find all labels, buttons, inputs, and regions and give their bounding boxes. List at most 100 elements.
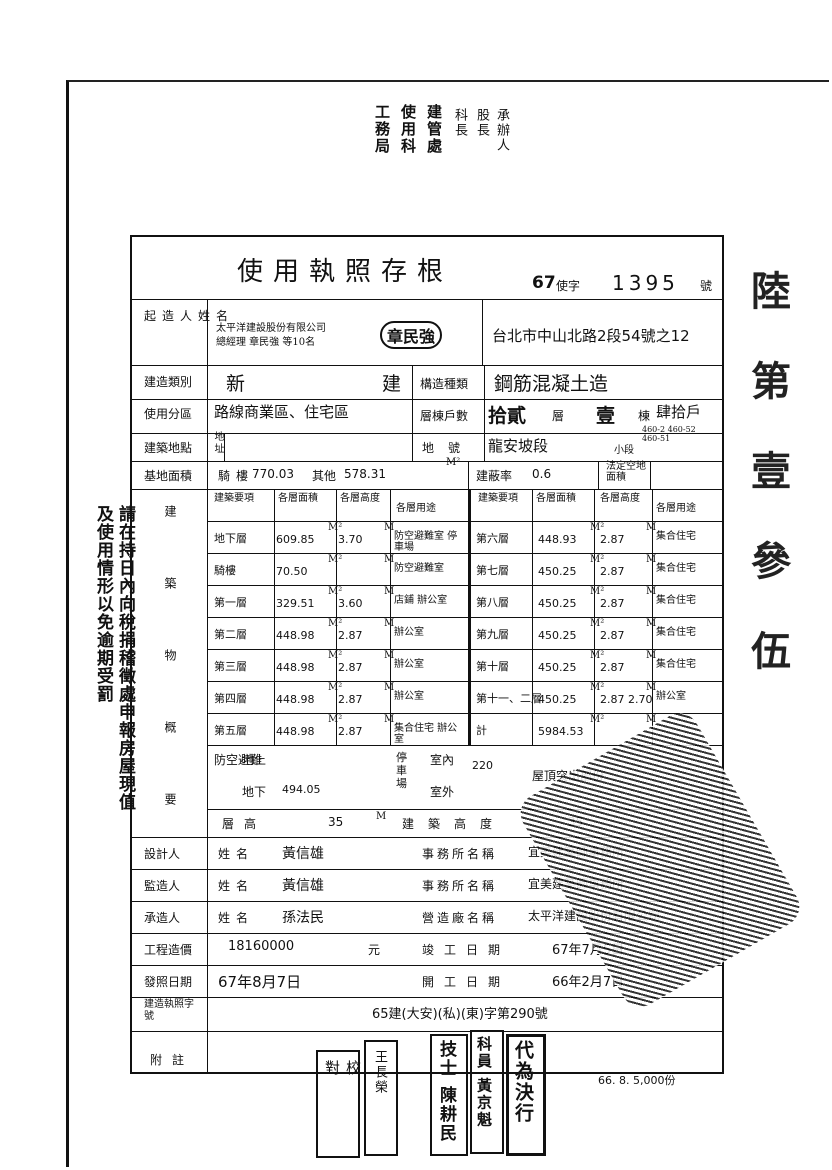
floor-height: 3.70 [338, 533, 363, 546]
floors-label: 層棟戶數 [420, 409, 469, 423]
floor-area: 609.85 [276, 533, 315, 546]
supervisor-office-label: 事務所名稱 [422, 879, 498, 893]
document-page [66, 80, 829, 1167]
stamp-2: 技士 陳耕民 [436, 1040, 456, 1143]
floor-area-unit: M² [590, 586, 605, 597]
floor-area: 450.25 [538, 629, 577, 642]
shelter-above: 地上 [242, 753, 267, 767]
parking-label: 停車場 [396, 751, 407, 790]
floor-height: 2.87 [338, 725, 363, 738]
floor-height: 2.87 [338, 693, 363, 706]
designer-office-label: 事務所名稱 [422, 847, 498, 861]
floor-item: 第一層 [214, 596, 247, 609]
issue-value: 67年8月7日 [218, 973, 302, 991]
hdr-use-right: 各層用途 [656, 503, 696, 514]
zone-value: 路線商業區、住宅區 [214, 403, 350, 421]
stamp-4: 代為決行 [512, 1040, 534, 1124]
floor-row-line [207, 649, 722, 650]
legal-label: 法定空地面積 [606, 461, 646, 483]
floor-height: 2.87 2.70 [600, 693, 653, 706]
coverage-value: 0.6 [532, 467, 552, 481]
floor-area: 448.93 [538, 533, 577, 546]
owner-label: 起造人姓名 [144, 309, 235, 323]
floor-use: 集合住宅 [656, 627, 696, 638]
hdr-height-right: 各層高度 [600, 493, 640, 504]
floor-height: 2.87 [600, 533, 625, 546]
lot-number: 460-2 460-52 460-51 [642, 425, 696, 443]
floor-item: 第五層 [214, 724, 247, 737]
other-value: 578.31 [344, 467, 386, 481]
floor-height-unit: M [384, 618, 395, 629]
floor-height-unit: M [384, 554, 395, 565]
type-value: 新 [226, 373, 246, 395]
permit-label: 建造執照字號 [144, 999, 194, 1022]
verify-box [316, 1050, 360, 1158]
height-value: 35 [328, 815, 344, 829]
approval-col-2: 使用科 [399, 104, 417, 155]
floor-use: 集合住宅 辦公室 [394, 723, 458, 745]
owner-company: 太平洋建設股份有限公司 [216, 323, 326, 334]
floor-height: 3.60 [338, 597, 363, 610]
hdr-area-left: 各層面積 [278, 493, 318, 504]
approval-col-3: 建管處 [425, 104, 443, 155]
floor-use: 店鋪 辦公室 [394, 595, 448, 606]
floor-area-unit: M² [590, 682, 605, 693]
stamp-3-box [470, 1030, 504, 1154]
parking-indoor-value: 220 [472, 759, 493, 772]
bh-label: 建築高度 [402, 817, 507, 831]
floor-area: 70.50 [276, 565, 308, 578]
note-label: 附註 [150, 1053, 195, 1067]
floor-height-unit: M [646, 618, 657, 629]
floor-item: 第四層 [214, 692, 247, 705]
units-value: 肆拾戶 [656, 403, 702, 421]
contractor-name: 孫法民 [282, 910, 324, 926]
floor-area: 448.98 [276, 661, 315, 674]
owner-rep: 總經理 章民強 等10名 [216, 337, 316, 348]
floor-area: 450.25 [538, 693, 577, 706]
floors-value: 拾貳 [488, 405, 527, 427]
floor-area-unit: M² [328, 586, 343, 597]
bldg-unit: 棟 [638, 409, 651, 423]
floor-area-unit: M² [590, 618, 605, 629]
arcade-value: 770.03 [252, 467, 294, 481]
coverage-label: 建蔽率 [476, 469, 513, 483]
floor-row-line [207, 585, 722, 586]
contractor-name-label: 姓名 [218, 911, 255, 925]
floor-row-line [207, 617, 722, 618]
contractor-role: 承造人 [144, 911, 181, 925]
cost-value: 18160000 [228, 939, 295, 954]
designer-name-label: 姓名 [218, 847, 255, 861]
floor-use: 辦公室 [656, 691, 686, 702]
supervisor-name-label: 姓名 [218, 879, 255, 893]
area-label: 基地面積 [144, 469, 193, 483]
floor-area: 329.51 [276, 597, 315, 610]
area-unit: M² [446, 457, 461, 468]
floor-use: 防空避難室 [394, 563, 444, 574]
floor-item: 第十一、二層 [476, 692, 542, 705]
license-suffix: 號 [700, 279, 713, 293]
side-note-right: 陸 第 壹 參 伍 [744, 270, 791, 688]
floor-area: 5984.53 [538, 725, 584, 738]
floor-area-unit: M² [328, 650, 343, 661]
hdr-area-right: 各層面積 [536, 493, 576, 504]
floor-item: 第六層 [476, 532, 509, 545]
license-type: 使字 [556, 279, 581, 293]
floor-height-unit: M [646, 682, 657, 693]
start-label: 開工日期 [422, 975, 511, 989]
supervisor-role: 監造人 [144, 879, 181, 893]
floor-height-unit: M [646, 554, 657, 565]
approval-col-1: 工務局 [373, 104, 391, 155]
floor-use: 集合住宅 [656, 659, 696, 670]
height-unit: M [376, 811, 387, 822]
floor-height-unit: M [646, 714, 657, 725]
floor-item: 計 [476, 724, 487, 737]
floor-item: 第九層 [476, 628, 509, 641]
floor-height-unit: M [384, 682, 395, 693]
license-year: 67 [532, 273, 556, 293]
approval-col-5: 股長 [474, 108, 489, 138]
approval-col-4: 科長 [452, 108, 467, 138]
cost-unit: 元 [368, 943, 381, 957]
lot-label: 地號 [422, 441, 475, 455]
floor-area: 450.25 [538, 661, 577, 674]
floor-use: 辦公室 [394, 659, 424, 670]
